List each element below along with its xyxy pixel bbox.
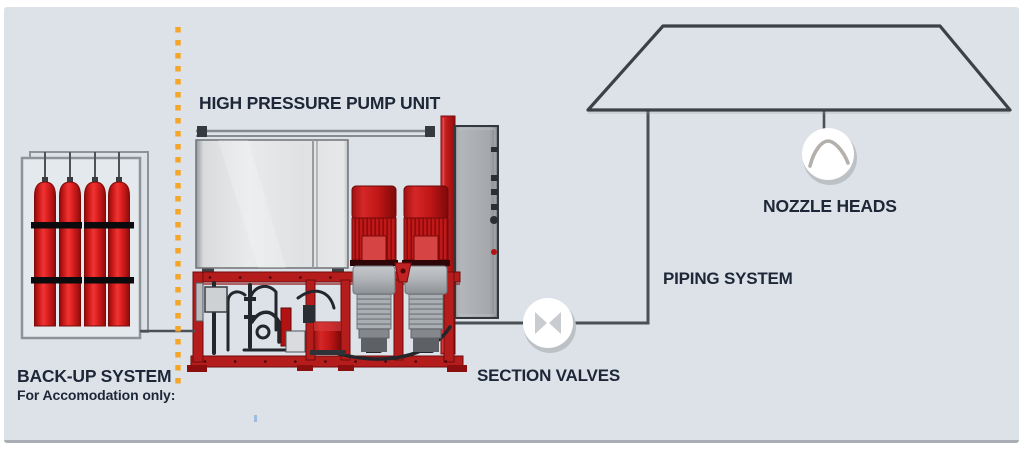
gas-cylinders [34,181,130,327]
piping-run [452,24,1012,325]
junction-box [204,286,228,313]
high-pressure-pump-unit [187,115,499,372]
cylinder-straps [31,222,134,284]
pump-unit-label: HIGH PRESSURE PUMP UNIT [199,93,441,113]
water-tank [195,139,349,269]
booster-pump [285,321,346,355]
diagram-background [4,7,1019,443]
ceiling-outline [586,24,1012,112]
valve-body [523,298,573,348]
lifting-lug [394,262,412,283]
piping-system-label: PIPING SYSTEM [663,269,793,288]
cylinder-collars [42,177,122,185]
pump-motor-1 [349,185,399,353]
main-pipe [452,110,650,325]
section-valves-label: SECTION VALVES [477,366,620,385]
spray-nozzle-icon [808,139,850,168]
nozzle-head [802,128,857,185]
bowtie-valve-icon [535,312,561,334]
stray-mark [254,415,257,422]
tank-top-rail [196,126,435,137]
section-valve [523,298,576,353]
nozzle-heads-label: NOZZLE HEADS [763,196,897,216]
cabinet-buttons [490,147,498,255]
backup-system [20,151,196,340]
backup-note-label: For Accomodation only: [17,387,176,403]
nozzle-body [802,128,854,180]
control-cabinet [454,125,499,319]
hanger-rods [44,152,120,183]
side-bracket [195,282,204,322]
backup-system-label: BACK-UP SYSTEM [17,366,172,386]
